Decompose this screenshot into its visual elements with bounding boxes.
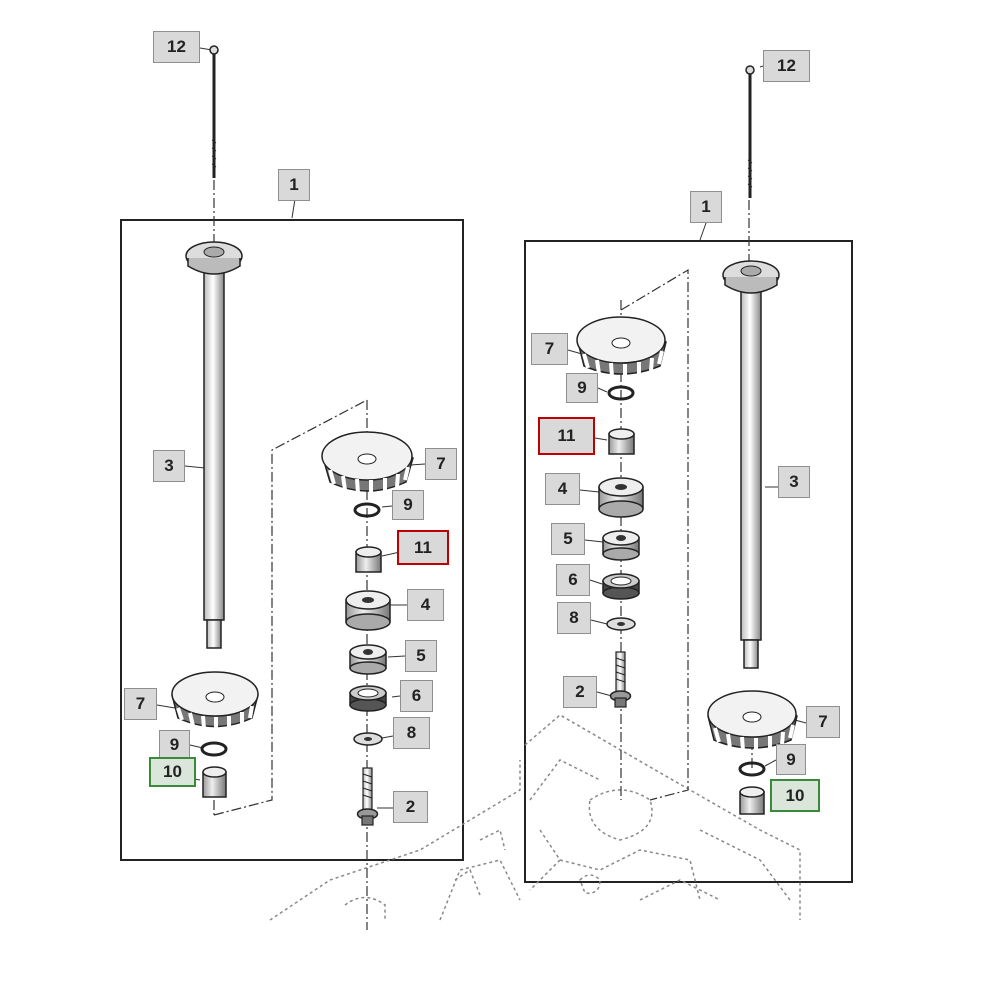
left-callout-1: 1	[278, 169, 310, 201]
left-shaft-3	[185, 241, 243, 649]
left-callout-4: 4	[407, 589, 444, 621]
left-bolt-12	[209, 45, 219, 178]
left-sleeve-10	[202, 766, 227, 798]
right-gear-7b	[707, 690, 798, 752]
left-callout-2: 2	[393, 791, 428, 823]
left-callout-12: 12	[153, 31, 200, 63]
left-bushing-5	[349, 644, 387, 675]
left-bushing-4	[345, 590, 391, 631]
right-callout-12: 12	[763, 50, 810, 82]
right-assembly-frame	[524, 240, 853, 883]
right-callout-1: 1	[690, 191, 722, 223]
right-bushing-5	[602, 530, 640, 561]
left-bearing-6	[349, 685, 387, 712]
left-callout-5: 5	[405, 640, 437, 672]
right-sleeve-11	[608, 428, 635, 455]
right-screw-2	[609, 651, 632, 708]
right-callout-9b: 9	[776, 744, 806, 775]
housing-outline	[269, 714, 801, 921]
right-gear-7a	[576, 316, 667, 378]
left-gear-7b	[321, 431, 414, 494]
right-sleeve-10	[739, 786, 765, 815]
center-lines	[213, 180, 753, 930]
left-washer-8	[353, 732, 383, 746]
right-bearing-6	[602, 573, 640, 600]
right-bolt-12	[745, 65, 755, 198]
right-washer-8	[606, 617, 636, 631]
right-callout-6: 6	[556, 564, 590, 596]
right-callout-5: 5	[551, 523, 585, 555]
right-bushing-4	[598, 477, 644, 518]
right-callout-7a: 7	[531, 333, 568, 365]
left-ring-9a	[200, 741, 228, 757]
left-callout-6: 6	[400, 680, 433, 712]
left-callout-9b: 9	[392, 490, 424, 520]
left-callout-11: 11	[397, 530, 449, 565]
right-callout-11: 11	[538, 417, 595, 455]
left-callout-3: 3	[153, 450, 185, 482]
right-callout-8: 8	[557, 602, 591, 634]
left-screw-2	[356, 767, 379, 826]
left-callout-7a: 7	[124, 688, 157, 720]
left-gear-7a	[171, 671, 259, 730]
left-sleeve-11	[355, 546, 382, 573]
left-assembly-frame	[120, 219, 464, 861]
right-shaft-3	[722, 260, 780, 669]
left-callout-10: 10	[149, 757, 196, 787]
right-callout-9a: 9	[566, 373, 598, 403]
right-callout-4: 4	[545, 473, 580, 505]
right-callout-3: 3	[778, 466, 810, 498]
right-callout-10: 10	[770, 779, 820, 812]
right-callout-2: 2	[563, 676, 597, 708]
right-ring-9b	[738, 761, 766, 777]
right-callout-7b: 7	[806, 706, 840, 738]
left-callout-8: 8	[393, 717, 430, 749]
left-callout-9a: 9	[159, 730, 190, 759]
left-ring-9b	[353, 502, 381, 518]
right-ring-9a	[607, 385, 635, 401]
left-callout-7b: 7	[425, 448, 457, 480]
